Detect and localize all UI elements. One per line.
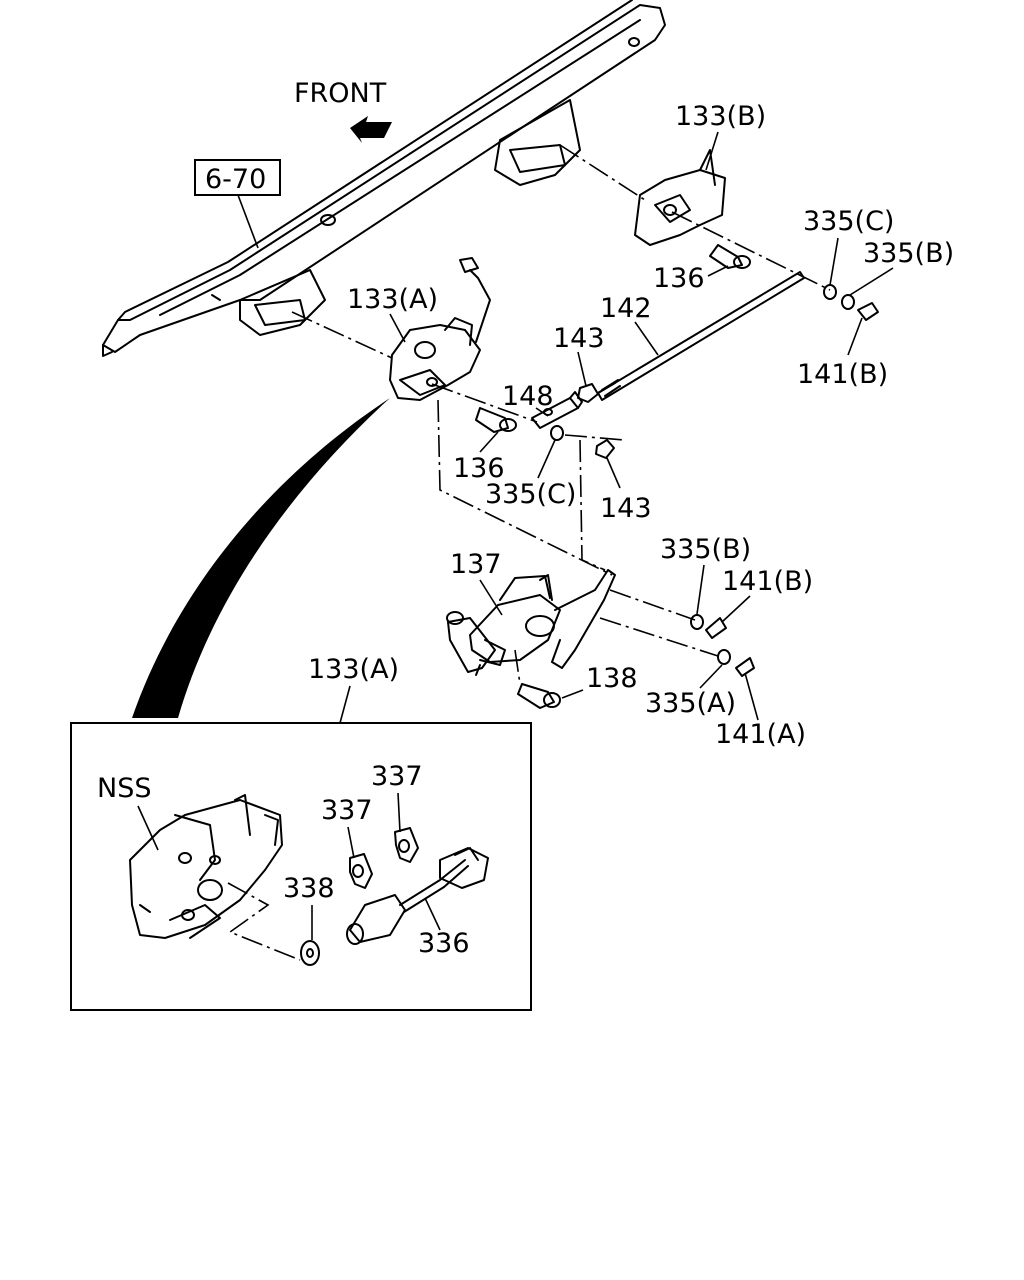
- nss-switch-bracket: NSS: [97, 773, 283, 939]
- clip-337-upper: 337: [371, 761, 423, 863]
- lever-137: 137: [446, 549, 616, 676]
- label-335c-mid: 335(C): [485, 479, 576, 510]
- label-141b-mid: 141(B): [722, 566, 813, 597]
- label-337-lower: 337: [321, 795, 373, 826]
- label-137: 137: [450, 549, 502, 580]
- bolt-138: 138: [517, 663, 638, 709]
- bracket-133b: 133(B): [634, 101, 766, 246]
- clip-337-lower: 337: [321, 795, 373, 889]
- label-143-mid: 143: [600, 493, 652, 524]
- label-336: 336: [418, 928, 470, 959]
- front-indicator: FRONT: [294, 78, 392, 143]
- label-335c-top: 335(C): [803, 206, 894, 237]
- bolt-136-top: 136: [653, 244, 751, 294]
- label-143-top: 143: [553, 323, 605, 354]
- detail-box-133a: 133(A) NSS 338: [70, 654, 532, 1011]
- label-142: 142: [600, 293, 652, 324]
- label-335b-mid: 335(B): [660, 534, 751, 565]
- nut-143-top: 143: [553, 323, 605, 403]
- front-label: FRONT: [294, 78, 387, 109]
- washer-338: 338: [283, 873, 335, 966]
- label-nss: NSS: [97, 773, 151, 804]
- cross-member-frame: [102, 0, 666, 357]
- ref-box-6-70: 6-70: [194, 159, 281, 249]
- front-arrow-icon: [350, 116, 392, 143]
- label-133b: 133(B): [675, 101, 766, 132]
- plate-148: 148: [502, 381, 583, 429]
- label-337-upper: 337: [371, 761, 423, 792]
- washer-pin-lower-right: 335(A) 141(A): [645, 649, 806, 750]
- rod-142: 142: [597, 271, 805, 401]
- label-338: 338: [283, 873, 335, 904]
- label-141b-top: 141(B): [797, 359, 888, 390]
- label-148: 148: [502, 381, 554, 412]
- label-335b-top: 335(B): [863, 238, 954, 269]
- ref-box-label: 6-70: [205, 164, 266, 195]
- label-133a-detail: 133(A): [308, 654, 399, 685]
- nut-143-mid: 143: [595, 439, 652, 524]
- label-133a: 133(A): [347, 284, 438, 315]
- washers-top-right: 335(C) 335(B) 141(B): [797, 206, 954, 390]
- label-138: 138: [586, 663, 638, 694]
- washer-335c-mid: 335(C): [485, 425, 576, 510]
- label-141a: 141(A): [715, 719, 806, 750]
- switch-336: 336: [346, 847, 489, 959]
- label-136-mid: 136: [453, 453, 505, 484]
- bracket-133a: 133(A): [347, 257, 491, 401]
- label-136-top: 136: [653, 263, 705, 294]
- label-335a: 335(A): [645, 688, 736, 719]
- washer-pin-mid-right: 335(B) 141(B): [660, 534, 813, 639]
- bolt-136-mid: 136: [453, 407, 517, 484]
- detail-callout-swoosh: [132, 398, 390, 718]
